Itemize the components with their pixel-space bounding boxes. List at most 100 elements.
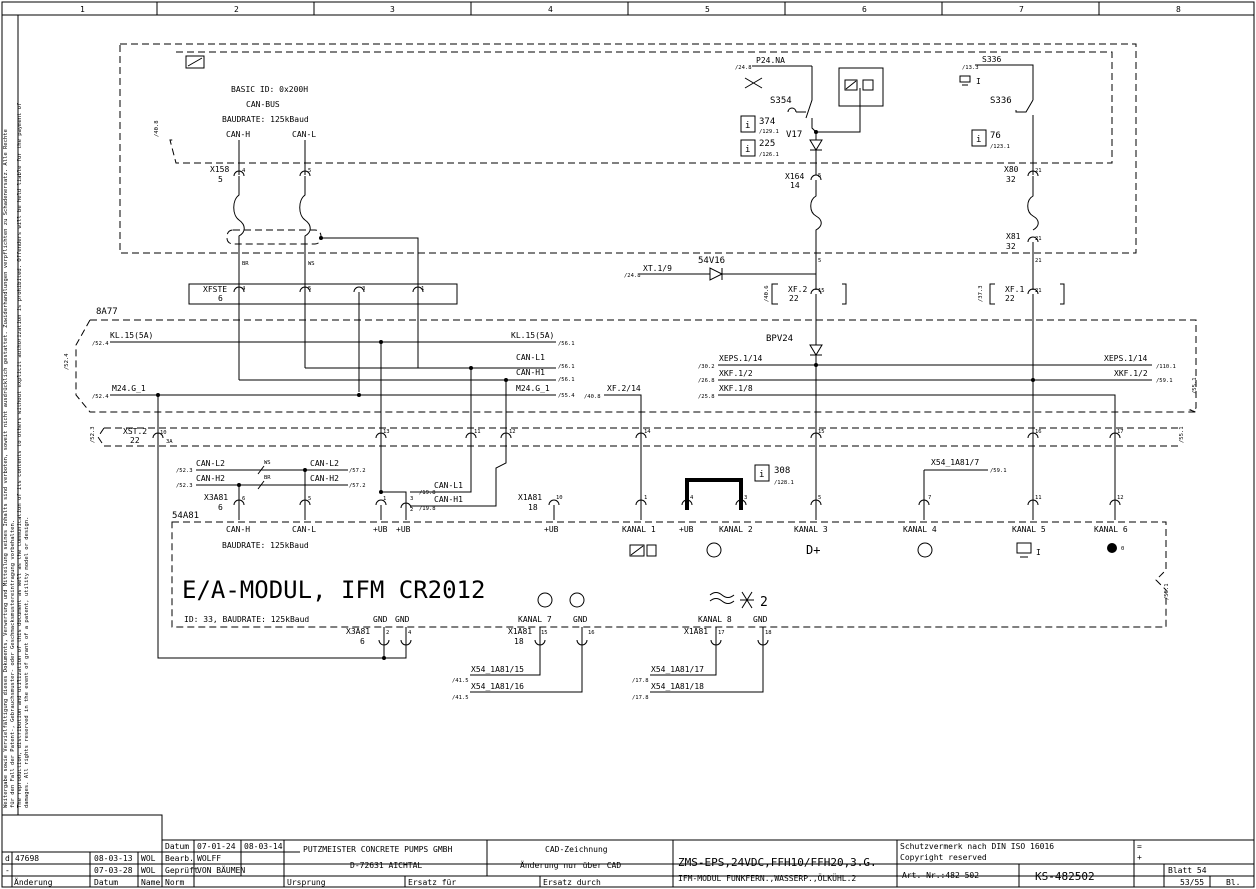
can-bus-label: CAN-BUS xyxy=(246,100,280,109)
svg-text:i: i xyxy=(745,145,750,155)
svg-text:damages. All rights reserved i: damages. All rights reserved in the even… xyxy=(24,517,30,808)
svg-text:2: 2 xyxy=(386,630,389,636)
svg-text:/55.1: /55.1 xyxy=(1164,583,1170,600)
svg-text:KANAL 3: KANAL 3 xyxy=(794,525,828,534)
svg-text:1: 1 xyxy=(383,496,386,502)
svg-text:VON BÄUMEN: VON BÄUMEN xyxy=(197,865,245,875)
svg-text:17: 17 xyxy=(1117,429,1124,435)
svg-text:3: 3 xyxy=(410,496,413,502)
svg-text:X54_1A81/15: X54_1A81/15 xyxy=(471,665,524,674)
can-h-label: CAN-H xyxy=(226,130,250,139)
basic-id: BASIC ID: 0x200H xyxy=(231,85,308,94)
svg-text:D-72631 AICHTAL: D-72631 AICHTAL xyxy=(350,861,422,870)
svg-text:Weitergabe sowie Vervielfältig: Weitergabe sowie Vervielfältigung dieses… xyxy=(3,129,9,808)
s354-label: S354 xyxy=(770,96,792,106)
svg-text:WS: WS xyxy=(264,460,271,466)
svg-text:für den Fall der Patent-, Gebr: für den Fall der Patent-, Gebrauchsmuste… xyxy=(10,520,16,808)
svg-text:i: i xyxy=(745,121,750,131)
hand-icon xyxy=(1107,543,1117,553)
svg-text:/59.1: /59.1 xyxy=(1156,378,1173,384)
svg-text:/17.8: /17.8 xyxy=(632,695,649,701)
can-baudrate: BAUDRATE: 125kBaud xyxy=(222,115,309,124)
svg-text:Ersatz durch: Ersatz durch xyxy=(543,878,601,887)
svg-text:WOL: WOL xyxy=(141,854,156,863)
svg-text:KANAL 1: KANAL 1 xyxy=(622,525,656,534)
svg-text:32: 32 xyxy=(1006,242,1016,251)
bpv24-label: BPV24 xyxy=(766,334,793,344)
svg-text:CAD-Zeichnung: CAD-Zeichnung xyxy=(545,845,608,854)
svg-text:/56.1: /56.1 xyxy=(558,364,575,370)
svg-text:KANAL 8: KANAL 8 xyxy=(698,615,732,624)
svg-text:X54_1A81/16: X54_1A81/16 xyxy=(471,682,524,691)
a77-label: 8A77 xyxy=(96,307,118,317)
svg-text:/52.4: /52.4 xyxy=(64,353,70,370)
svg-text:Datum: Datum xyxy=(165,842,189,851)
svg-text:Copyright reserved: Copyright reserved xyxy=(900,853,987,862)
svg-text:/40.6: /40.6 xyxy=(764,285,770,302)
svg-text:07-03-28: 07-03-28 xyxy=(94,866,133,875)
svg-text:X80: X80 xyxy=(1004,165,1019,174)
svg-text:XF.2/14: XF.2/14 xyxy=(607,384,641,393)
svg-text:BR: BR xyxy=(242,261,249,267)
svg-text:13: 13 xyxy=(383,429,390,435)
svg-text:Änderung: Änderung xyxy=(14,877,53,887)
svg-text:10: 10 xyxy=(160,430,167,436)
svg-text:WOL: WOL xyxy=(141,866,156,875)
svg-text:5: 5 xyxy=(308,168,311,174)
svg-text:Ersatz für: Ersatz für xyxy=(408,878,456,887)
svg-text:i: i xyxy=(759,470,764,480)
svg-text:+: + xyxy=(1137,853,1142,862)
svg-text:22: 22 xyxy=(1005,294,1015,303)
svg-text:X3A81: X3A81 xyxy=(346,627,370,636)
v17-label: V17 xyxy=(786,130,802,140)
svg-text:308: 308 xyxy=(774,466,790,476)
svg-text:21: 21 xyxy=(1035,236,1042,242)
svg-text:4: 4 xyxy=(690,495,694,501)
svg-text:/37.3: /37.3 xyxy=(978,285,984,302)
can-l-label: CAN-L xyxy=(292,130,316,139)
svg-text:76: 76 xyxy=(990,131,1001,141)
info-icon xyxy=(740,139,756,157)
svg-text:WS: WS xyxy=(308,261,315,267)
column-8: 8 xyxy=(1176,5,1181,14)
svg-text:CAN-H: CAN-H xyxy=(226,525,250,534)
svg-text:3A: 3A xyxy=(166,439,173,445)
svg-text:The reproduction, distribution: The reproduction, distribution and utili… xyxy=(17,103,23,808)
svg-text:CAN-L2: CAN-L2 xyxy=(310,459,339,468)
svg-text:16: 16 xyxy=(588,630,595,636)
svg-text:/56.1: /56.1 xyxy=(558,377,575,383)
svg-text:18: 18 xyxy=(765,630,772,636)
svg-text:374: 374 xyxy=(759,117,775,127)
svg-text:15: 15 xyxy=(541,630,548,636)
svg-text:22: 22 xyxy=(130,436,140,445)
svg-text:18: 18 xyxy=(514,637,524,646)
svg-text:08-03-13: 08-03-13 xyxy=(94,854,133,863)
svg-text:/30.2: /30.2 xyxy=(698,364,715,370)
svg-text:/55.1: /55.1 xyxy=(1192,377,1198,394)
module-title: E/A-MODUL, IFM CR2012 xyxy=(182,576,485,604)
svg-text:/123.1: /123.1 xyxy=(990,144,1010,150)
svg-text:/57.2: /57.2 xyxy=(349,468,366,474)
svg-text:X1A81: X1A81 xyxy=(684,627,708,636)
svg-text:Änderung nur über CAD: Änderung nur über CAD xyxy=(520,860,621,870)
svg-text:/56.1: /56.1 xyxy=(558,341,575,347)
svg-text:XEPS.1/14: XEPS.1/14 xyxy=(1104,354,1148,363)
svg-text:21: 21 xyxy=(1035,288,1042,294)
svg-text:08-03-14: 08-03-14 xyxy=(244,842,283,851)
svg-text:KANAL 7: KANAL 7 xyxy=(518,615,552,624)
svg-text:4: 4 xyxy=(242,286,246,292)
svg-text:/17.8: /17.8 xyxy=(632,678,649,684)
xst2-label: XST.2 xyxy=(123,427,147,436)
x158-label: X158 xyxy=(210,165,229,174)
fan-icon xyxy=(709,592,735,604)
svg-text:/40.8: /40.8 xyxy=(584,394,601,400)
svg-text:XF.1: XF.1 xyxy=(1005,285,1024,294)
svg-text:I: I xyxy=(976,77,981,86)
column-1: 1 xyxy=(80,5,85,14)
svg-text:/41.5: /41.5 xyxy=(452,695,469,701)
svg-text:Ursprung: Ursprung xyxy=(287,878,326,887)
svg-text:7: 7 xyxy=(928,495,931,501)
svg-text:6: 6 xyxy=(218,503,223,512)
svg-text:KANAL 2: KANAL 2 xyxy=(719,525,753,534)
svg-text:X54_1A81/17: X54_1A81/17 xyxy=(651,665,704,674)
